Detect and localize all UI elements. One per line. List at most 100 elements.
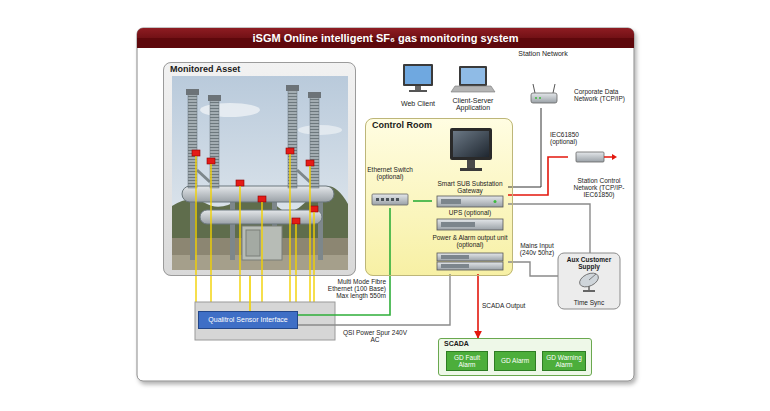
rack-devices — [437, 196, 503, 270]
web-client-icon-part — [409, 90, 427, 92]
control-room-fill-part — [365, 118, 513, 276]
ethernet-switch-icon-part — [396, 198, 399, 201]
substation-photo — [172, 76, 348, 270]
control-room-fill — [365, 118, 513, 276]
alarm-box: GD Warning Alarm — [542, 351, 586, 371]
substation-photo-part — [230, 200, 235, 260]
router-icon — [531, 84, 557, 103]
aux-supply-box-part — [577, 270, 600, 289]
sensor-wires-part — [239, 186, 240, 302]
sensor-wires-part — [195, 156, 196, 302]
connector-label: QSI Power Spur 240V AC — [338, 329, 412, 343]
node-label: Web Client — [392, 100, 444, 108]
rack-devices-part — [494, 200, 497, 203]
substation-photo-part — [286, 148, 294, 154]
web-client: Web Client — [392, 62, 444, 108]
ethernet-switch: Ethernet Switch (optional) — [367, 166, 413, 208]
node-label: UPS (optional) — [432, 209, 508, 216]
connector-label: SCADA Output — [482, 302, 538, 309]
node-label: Monitored Asset — [170, 65, 349, 75]
network-label: Corporate Data Network (TCP/IP) — [574, 88, 632, 102]
control-network-switch-part — [576, 152, 604, 162]
control-network-switch — [576, 152, 617, 162]
sensor-wires-part — [309, 166, 310, 302]
substation-photo-part — [306, 160, 314, 166]
ethernet-switch-icon-part — [381, 198, 384, 201]
connector — [413, 200, 432, 202]
client-app: Client-Server Application — [446, 62, 500, 112]
node-label: Power & Alarm output unit (optional) — [432, 234, 508, 248]
substation-photo-part — [298, 125, 342, 135]
connector — [298, 208, 390, 315]
rack-devices-part — [441, 222, 475, 227]
asset-panel-fill — [163, 62, 356, 276]
alarm-box: GD Fault Alarm — [446, 351, 488, 371]
sensor-wires-part — [261, 202, 262, 302]
sensor-interface: Qualitrol Sensor Interface — [198, 311, 298, 329]
laptop-icon-part — [459, 66, 487, 86]
power-alarm-unit: Power & Alarm output unit (optional) — [432, 234, 508, 274]
frame-part — [137, 28, 634, 48]
node-label: Aux Customer Supply — [560, 256, 618, 270]
connector — [508, 262, 558, 276]
display-monitor-part — [453, 131, 489, 157]
node-label: Client-Server Application — [446, 97, 500, 112]
substation-photo-part — [318, 200, 323, 260]
substation-photo-part — [197, 170, 210, 182]
web-client-icon-part — [415, 86, 421, 90]
substation-photo-part — [192, 150, 200, 156]
control-network-switch-part — [604, 156, 613, 158]
alarm-box: GD Alarm — [494, 351, 536, 371]
sensor-wires-part — [210, 164, 211, 302]
control-room: Control RoomEthernet Switch (optional)Sm… — [365, 118, 513, 276]
display-monitor-part — [467, 160, 475, 168]
connector-label: IEC61850 (optional) — [550, 131, 594, 145]
aux-supply-box — [558, 253, 620, 309]
connector-label: Multi Mode Fibre Ethernet (100 Base) Max… — [316, 278, 386, 299]
laptop-icon-part — [461, 68, 485, 84]
control-network-switch-part — [612, 154, 617, 160]
ethernet-switch-icon-part — [386, 198, 389, 201]
node-label: GD Warning Alarm — [544, 354, 584, 368]
sensor-wires — [196, 154, 314, 302]
aux-supply-box-part — [583, 290, 595, 292]
substation-photo-part — [200, 103, 260, 117]
control-network: Station Control Network (TCP/IP- IEC6185… — [568, 148, 630, 198]
substation-photo-part — [236, 180, 244, 186]
substation-photo-part — [297, 170, 310, 182]
sensor-wires-part — [295, 224, 296, 302]
web-client-icon — [403, 64, 433, 92]
asset-panel: Monitored Asset — [163, 62, 356, 276]
node-label: Station Control Network (TCP/IP- IEC6185… — [568, 177, 630, 198]
connector-label: Mains Input (240v 50hz) — [516, 242, 558, 256]
substation-photo-part — [246, 230, 260, 256]
substation-photo-part — [182, 186, 334, 202]
web-client-icon-part — [403, 64, 433, 86]
connector — [508, 157, 568, 195]
router-icon-part — [533, 84, 535, 93]
substation-photo-part — [310, 97, 319, 188]
node-label: GD Alarm — [496, 357, 534, 364]
rack-devices-part — [441, 264, 469, 268]
router-icon-part — [539, 97, 541, 99]
rack-devices-part — [437, 262, 503, 270]
display-monitor — [450, 128, 492, 171]
connector — [249, 276, 251, 311]
frame — [137, 28, 634, 381]
router-icon-part — [535, 97, 537, 99]
frame-part — [137, 28, 634, 381]
asset-panel-fill-part — [163, 62, 356, 276]
ethernet-switch-icon-part — [391, 198, 394, 201]
ethernet-switch-icon-part — [376, 198, 379, 201]
web-client-icon-part — [405, 66, 431, 84]
substation-photo-part — [200, 210, 322, 224]
substation-photo-part — [308, 92, 321, 98]
node-label: Control Room — [372, 121, 506, 131]
sensor-wires-part — [289, 154, 290, 302]
display-monitor-part — [450, 128, 492, 160]
display-monitor-part — [460, 168, 482, 171]
connector — [298, 274, 450, 325]
node-label: Qualitrol Sensor Interface — [202, 316, 294, 324]
substation-photo-part — [186, 89, 199, 95]
